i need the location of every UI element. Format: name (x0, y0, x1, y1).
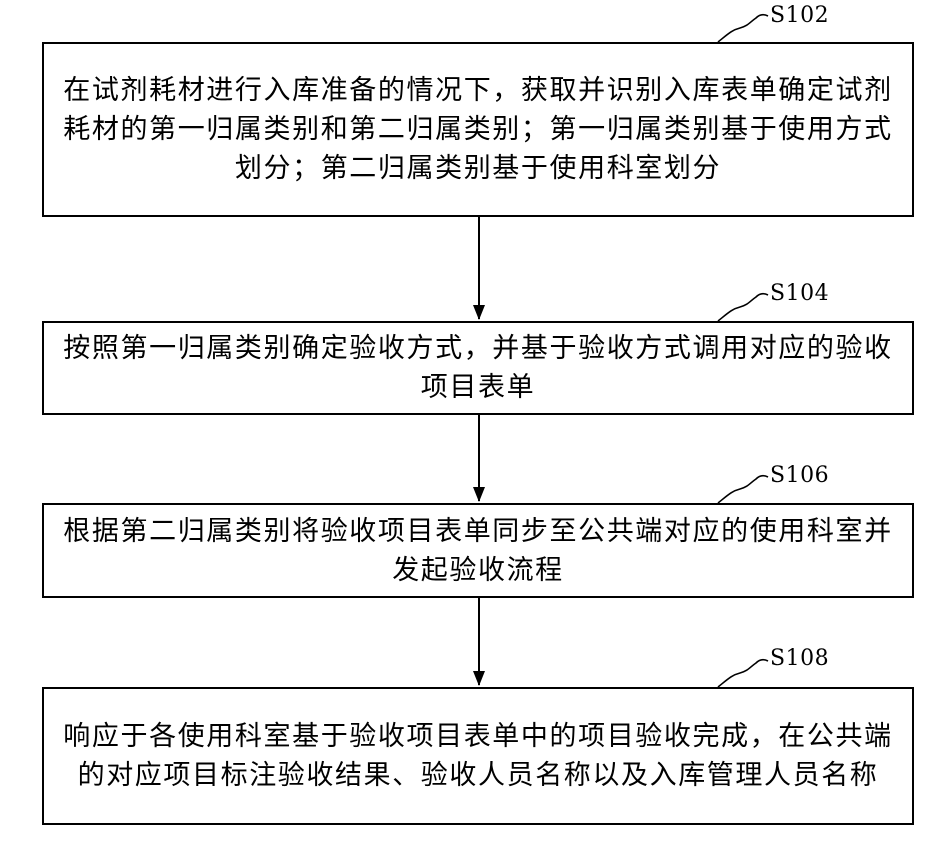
flow-arrowhead-1 (473, 305, 485, 320)
flow-arrowhead-3 (473, 671, 485, 686)
label-leader-s102 (718, 15, 768, 42)
label-leader-s106 (718, 476, 768, 503)
label-leader-s104 (718, 294, 768, 321)
label-leader-s108 (718, 660, 768, 687)
flow-arrowhead-2 (473, 487, 485, 502)
